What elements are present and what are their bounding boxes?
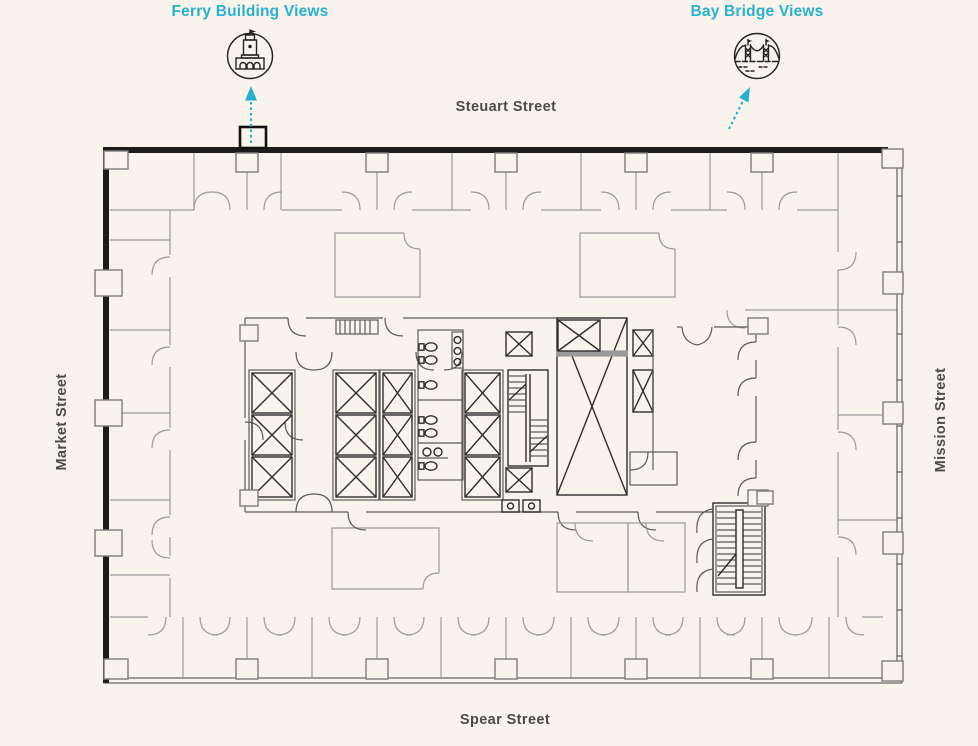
bay-view-arrow <box>728 87 750 130</box>
street-label-market: Market Street <box>54 373 70 471</box>
bay-bridge-icon <box>733 32 781 80</box>
ferry-view-marker <box>238 125 268 150</box>
ferry-view-arrow <box>245 86 257 143</box>
street-label-mission: Mission Street <box>933 367 949 473</box>
street-label-spear: Spear Street <box>459 712 551 728</box>
ferry-building-icon <box>226 29 274 80</box>
callout-ferry-label: Ferry Building Views <box>171 3 329 20</box>
callout-bay-label: Bay Bridge Views <box>690 3 824 20</box>
street-label-steuart: Steuart Street <box>455 99 557 115</box>
